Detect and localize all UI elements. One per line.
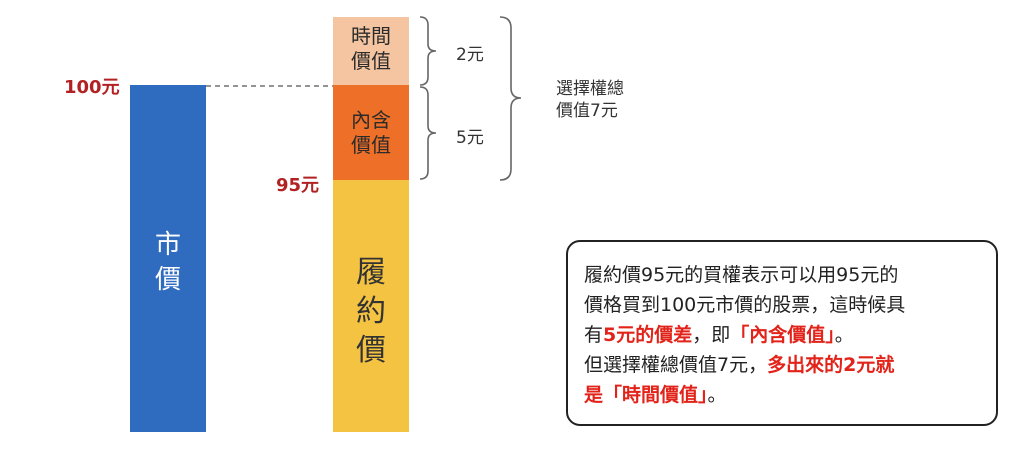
intrinsic-value-label: 內含價值 (351, 108, 391, 157)
note-highlight-price-gap: 5元的價差 (603, 324, 693, 346)
note-line-3: 有5元的價差，即「內含價值」。 (584, 320, 986, 350)
note-line-2: 價格買到100元市價的股票，這時候具 (584, 294, 906, 316)
time-value-bar (333, 17, 409, 85)
total-value-label: 選擇權總 價值7元 (556, 78, 636, 122)
total-value-line1: 選擇權總 (556, 79, 624, 99)
market-price-bar (130, 85, 206, 432)
note-text: 。 (707, 384, 727, 406)
note-text: ，即 (692, 324, 731, 346)
total-value-line2: 價值7元 (556, 101, 618, 122)
note-line-4: 但選擇權總價值7元，多出來的2元就 (584, 350, 986, 380)
price-95-label: 95元 (276, 175, 320, 196)
intrinsic-value-brace (419, 86, 437, 180)
intrinsic-amount-label: 5元 (456, 128, 484, 148)
note-line-5: 是「時間價值」。 (584, 380, 986, 410)
intrinsic-value-bar (333, 85, 409, 180)
time-value-label: 時間價值 (351, 24, 391, 73)
note-highlight-extra: 多出來的2元就 (767, 354, 895, 376)
note-highlight-time-value: 是「時間價值」 (584, 384, 708, 406)
note-highlight-intrinsic: 「內含價值」 (730, 324, 835, 346)
time-value-brace (419, 16, 437, 86)
note-line-1: 履約價95元的買權表示可以用95元的 (584, 264, 899, 286)
total-value-brace (499, 16, 522, 181)
note-text: 但選擇權總價值7元， (584, 354, 768, 376)
note-text: 有 (584, 324, 604, 346)
explanation-note: 履約價95元的買權表示可以用95元的 價格買到100元市價的股票，這時候具 有5… (566, 240, 998, 426)
time-amount-label: 2元 (456, 45, 484, 65)
strike-price-bar (333, 180, 409, 432)
strike-price-label: 履約價 (356, 255, 386, 368)
price-100-label: 100元 (64, 77, 120, 98)
market-price-label: 市價 (154, 230, 181, 296)
note-text: 。 (834, 324, 854, 346)
